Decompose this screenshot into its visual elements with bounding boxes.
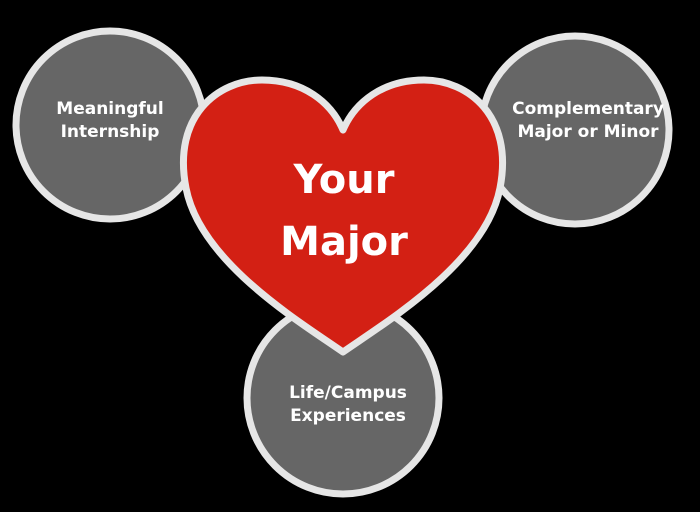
heart-label: Your Major (280, 149, 408, 273)
internship-line-1: Meaningful (56, 99, 164, 120)
heart-line-2: Major (280, 219, 408, 265)
complementary-line-1: Complementary (512, 99, 664, 120)
internship-line-2: Internship (60, 122, 160, 142)
heart-line-1: Your (293, 157, 395, 203)
life-campus-line-2: Experiences (290, 406, 406, 426)
life-campus-line-1: Life/Campus (289, 383, 407, 404)
internship-label: Meaningful Internship (56, 98, 163, 144)
complementary-line-2: Major or Minor (517, 122, 659, 142)
life-campus-label: Life/Campus Experiences (289, 382, 407, 428)
complementary-label: Complementary Major or Minor (512, 98, 664, 144)
heart-shape (179, 76, 507, 356)
